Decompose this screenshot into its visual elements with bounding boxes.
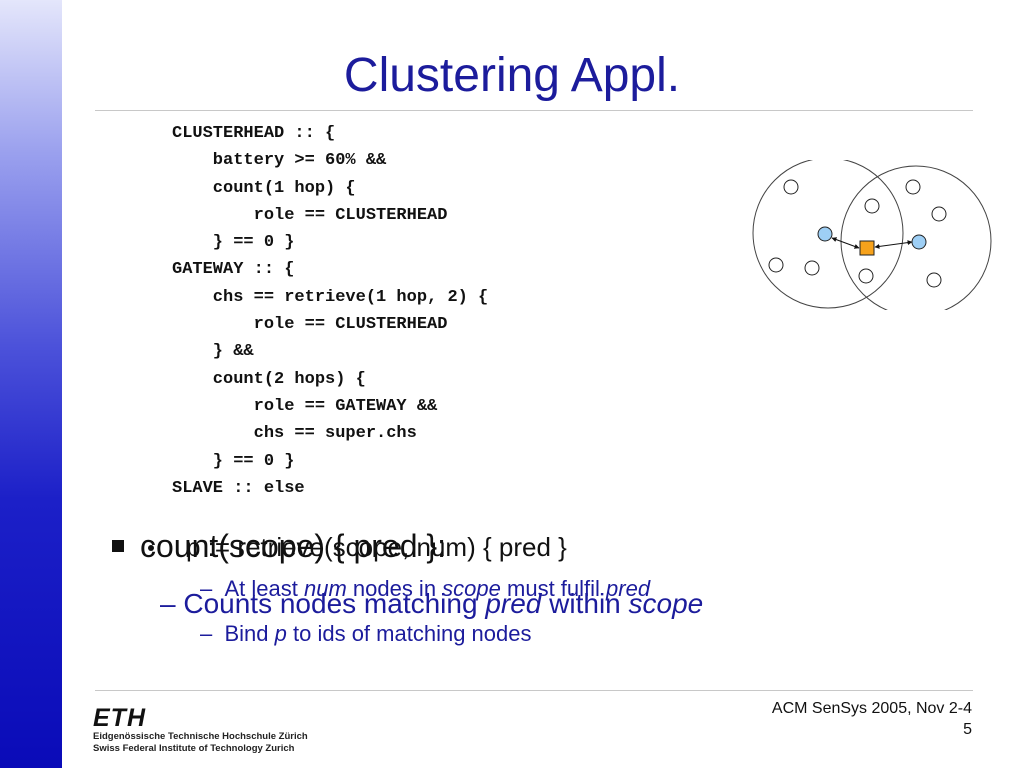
link-left [831, 237, 860, 249]
dash: – [160, 588, 176, 619]
bullet-square [112, 540, 124, 552]
bullet-count-main: count(scope) { pred }: [140, 528, 446, 564]
cluster-range-left [752, 160, 904, 309]
slave-node [931, 206, 947, 222]
slave-node [783, 179, 799, 195]
dash: – [200, 576, 213, 601]
clusterhead-node-right [911, 234, 927, 250]
title-divider [95, 110, 973, 111]
bullet-retrieve-main: p := retrieve(scope, num) { pred } [186, 532, 567, 562]
eth-name-german: Eidgenössische Technische Hochschule Zür… [93, 731, 308, 742]
slave-node [905, 179, 921, 195]
slave-node [804, 260, 820, 276]
footer-divider [95, 690, 973, 691]
footer-page-number: 5 [963, 721, 972, 738]
eth-name-english: Swiss Federal Institute of Technology Zu… [93, 743, 295, 754]
bullet-retrieve-sub2: – Bind p to ids of matching nodes [200, 621, 532, 646]
cluster-diagram [752, 160, 992, 310]
link-right [874, 240, 913, 249]
bullet-dot [148, 545, 154, 551]
eth-logo: ETH [93, 704, 146, 732]
code-block: CLUSTERHEAD :: { battery >= 60% && count… [172, 124, 489, 498]
clusterhead-node-left [817, 226, 833, 242]
dash: – [200, 621, 213, 646]
slide-title: Clustering Appl. [343, 49, 681, 102]
slave-node [768, 257, 784, 273]
footer-conference: ACM SenSys 2005, Nov 2-4 [771, 700, 972, 717]
sidebar-gradient [0, 0, 62, 768]
bullet-count-sub: – Counts nodes matching pred within scop… [160, 588, 704, 619]
gateway-node [859, 240, 875, 256]
slave-node [864, 198, 880, 214]
bullet-retrieve-sub1: – At least num nodes in scope must fulfi… [200, 576, 651, 601]
slave-node [926, 272, 942, 288]
slave-node [858, 268, 874, 284]
